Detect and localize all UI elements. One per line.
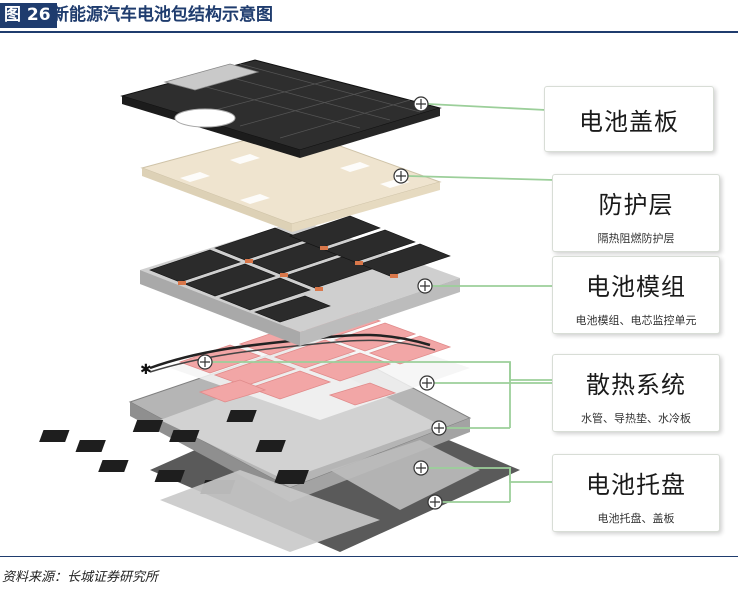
label-protection-subtitle: 隔热阻燃防护层 — [597, 232, 675, 245]
label-module-subtitle: 电池模组、电芯监控单元 — [575, 314, 697, 327]
plus-marker-module — [417, 278, 433, 294]
leader-lines — [212, 103, 555, 503]
footer-rule — [0, 556, 738, 557]
label-protection: 防护层 隔热阻燃防护层 — [552, 174, 720, 252]
plus-marker-tray-1 — [413, 460, 429, 476]
svg-text:✱: ✱ — [140, 362, 152, 378]
figure-number: 图 26 — [0, 3, 57, 28]
label-module-title: 电池模组 — [586, 273, 686, 301]
connector-markers — [197, 96, 447, 510]
figure-header: 图 26 新能源汽车电池包结构示意图 — [0, 0, 738, 33]
label-protection-title: 防护层 — [598, 191, 674, 219]
label-cover-title: 电池盖板 — [579, 108, 679, 136]
label-tray: 电池托盘 电池托盘、盖板 — [552, 454, 720, 532]
plus-marker-protection — [393, 168, 409, 184]
label-thermal-subtitle: 水管、导热垫、水冷板 — [581, 412, 691, 425]
label-tray-subtitle: 电池托盘、盖板 — [597, 512, 675, 525]
label-module: 电池模组 电池模组、电芯监控单元 — [552, 256, 720, 334]
label-thermal: 散热系统 水管、导热垫、水冷板 — [552, 354, 720, 432]
cover-layer — [120, 59, 442, 158]
source-note: 资料来源：长城证券研究所 — [2, 570, 159, 585]
plus-marker-thermal-2 — [419, 375, 435, 391]
protection-layer — [140, 127, 442, 232]
plus-marker-tray-2 — [427, 494, 443, 510]
plus-marker-cover — [413, 96, 429, 112]
header-rule — [0, 31, 738, 33]
module-layer — [140, 215, 460, 346]
plus-marker-thermal-1 — [197, 354, 213, 370]
label-cover: 电池盖板 — [544, 86, 714, 152]
figure-title: 新能源汽车电池包结构示意图 — [52, 5, 273, 25]
label-tray-title: 电池托盘 — [586, 471, 686, 499]
plus-marker-thermal-3 — [431, 420, 447, 436]
label-thermal-title: 散热系统 — [586, 371, 686, 399]
